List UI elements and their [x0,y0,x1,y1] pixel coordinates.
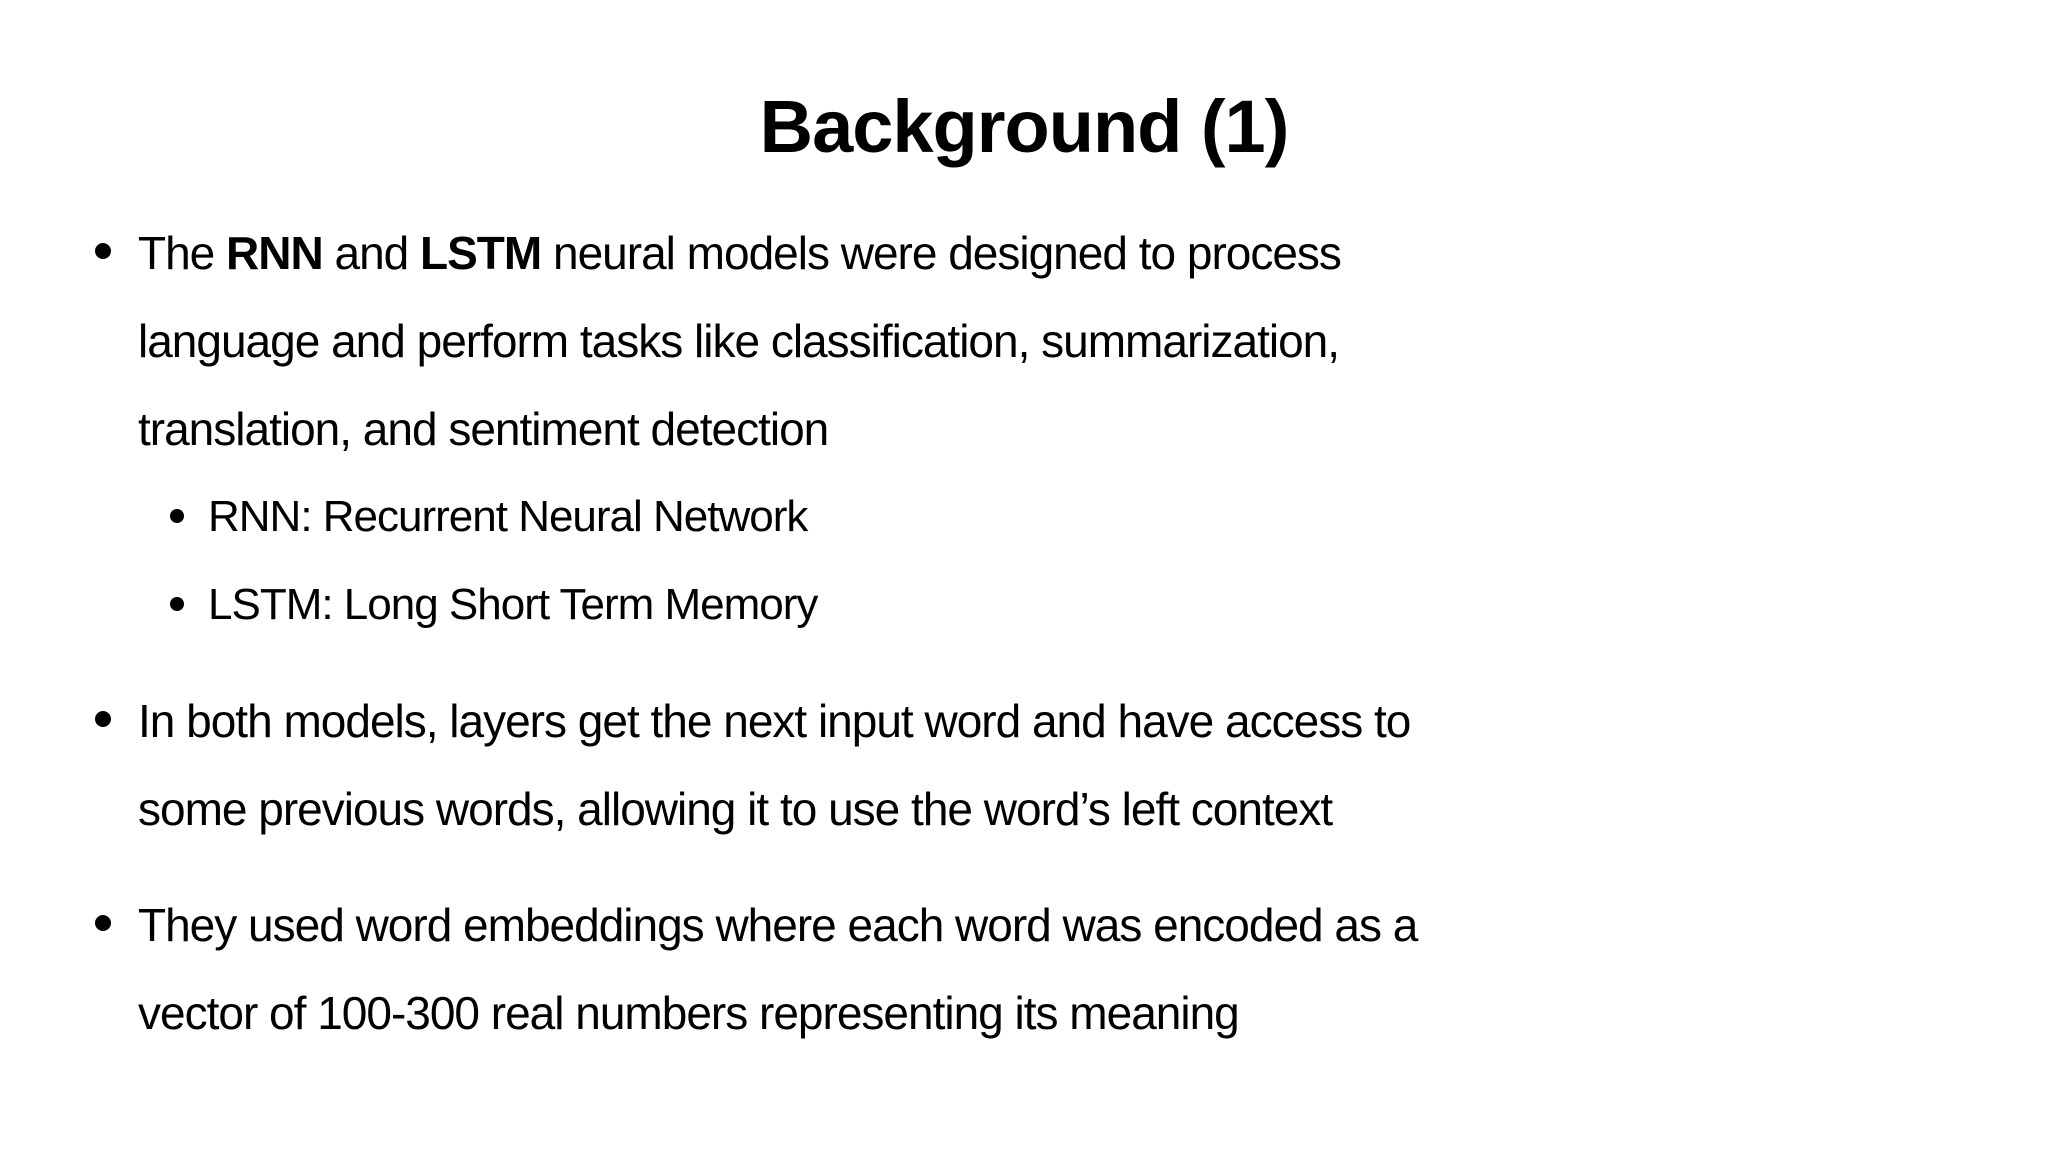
bullet-icon [95,915,111,932]
sub-bullet-item: LSTM: Long Short Term Memory [170,561,1575,649]
bullet-item: They used word embeddings where each wor… [95,881,1575,1057]
bullet-list: The RNN and LSTM neural models were desi… [95,209,1575,1057]
bullet-text: In both models, layers get the next inpu… [138,695,1411,836]
slide-title: Background (1) [759,85,1290,168]
bullet-icon [170,597,184,612]
bullet-text: They used word embeddings where each wor… [138,899,1418,1040]
bullet-text: LSTM: Long Short Term Memory [208,580,818,630]
bullet-item: The RNN and LSTM neural models were desi… [95,209,1575,473]
bullet-text: The RNN and LSTM neural models were desi… [138,227,1342,456]
bullet-item: In both models, layers get the next inpu… [95,677,1575,853]
sub-bullet-item: RNN: Recurrent Neural Network [170,473,1575,561]
bullet-icon [95,711,111,728]
bullet-text: RNN: Recurrent Neural Network [208,492,808,542]
bullet-icon [95,243,111,260]
bullet-icon [170,509,184,524]
